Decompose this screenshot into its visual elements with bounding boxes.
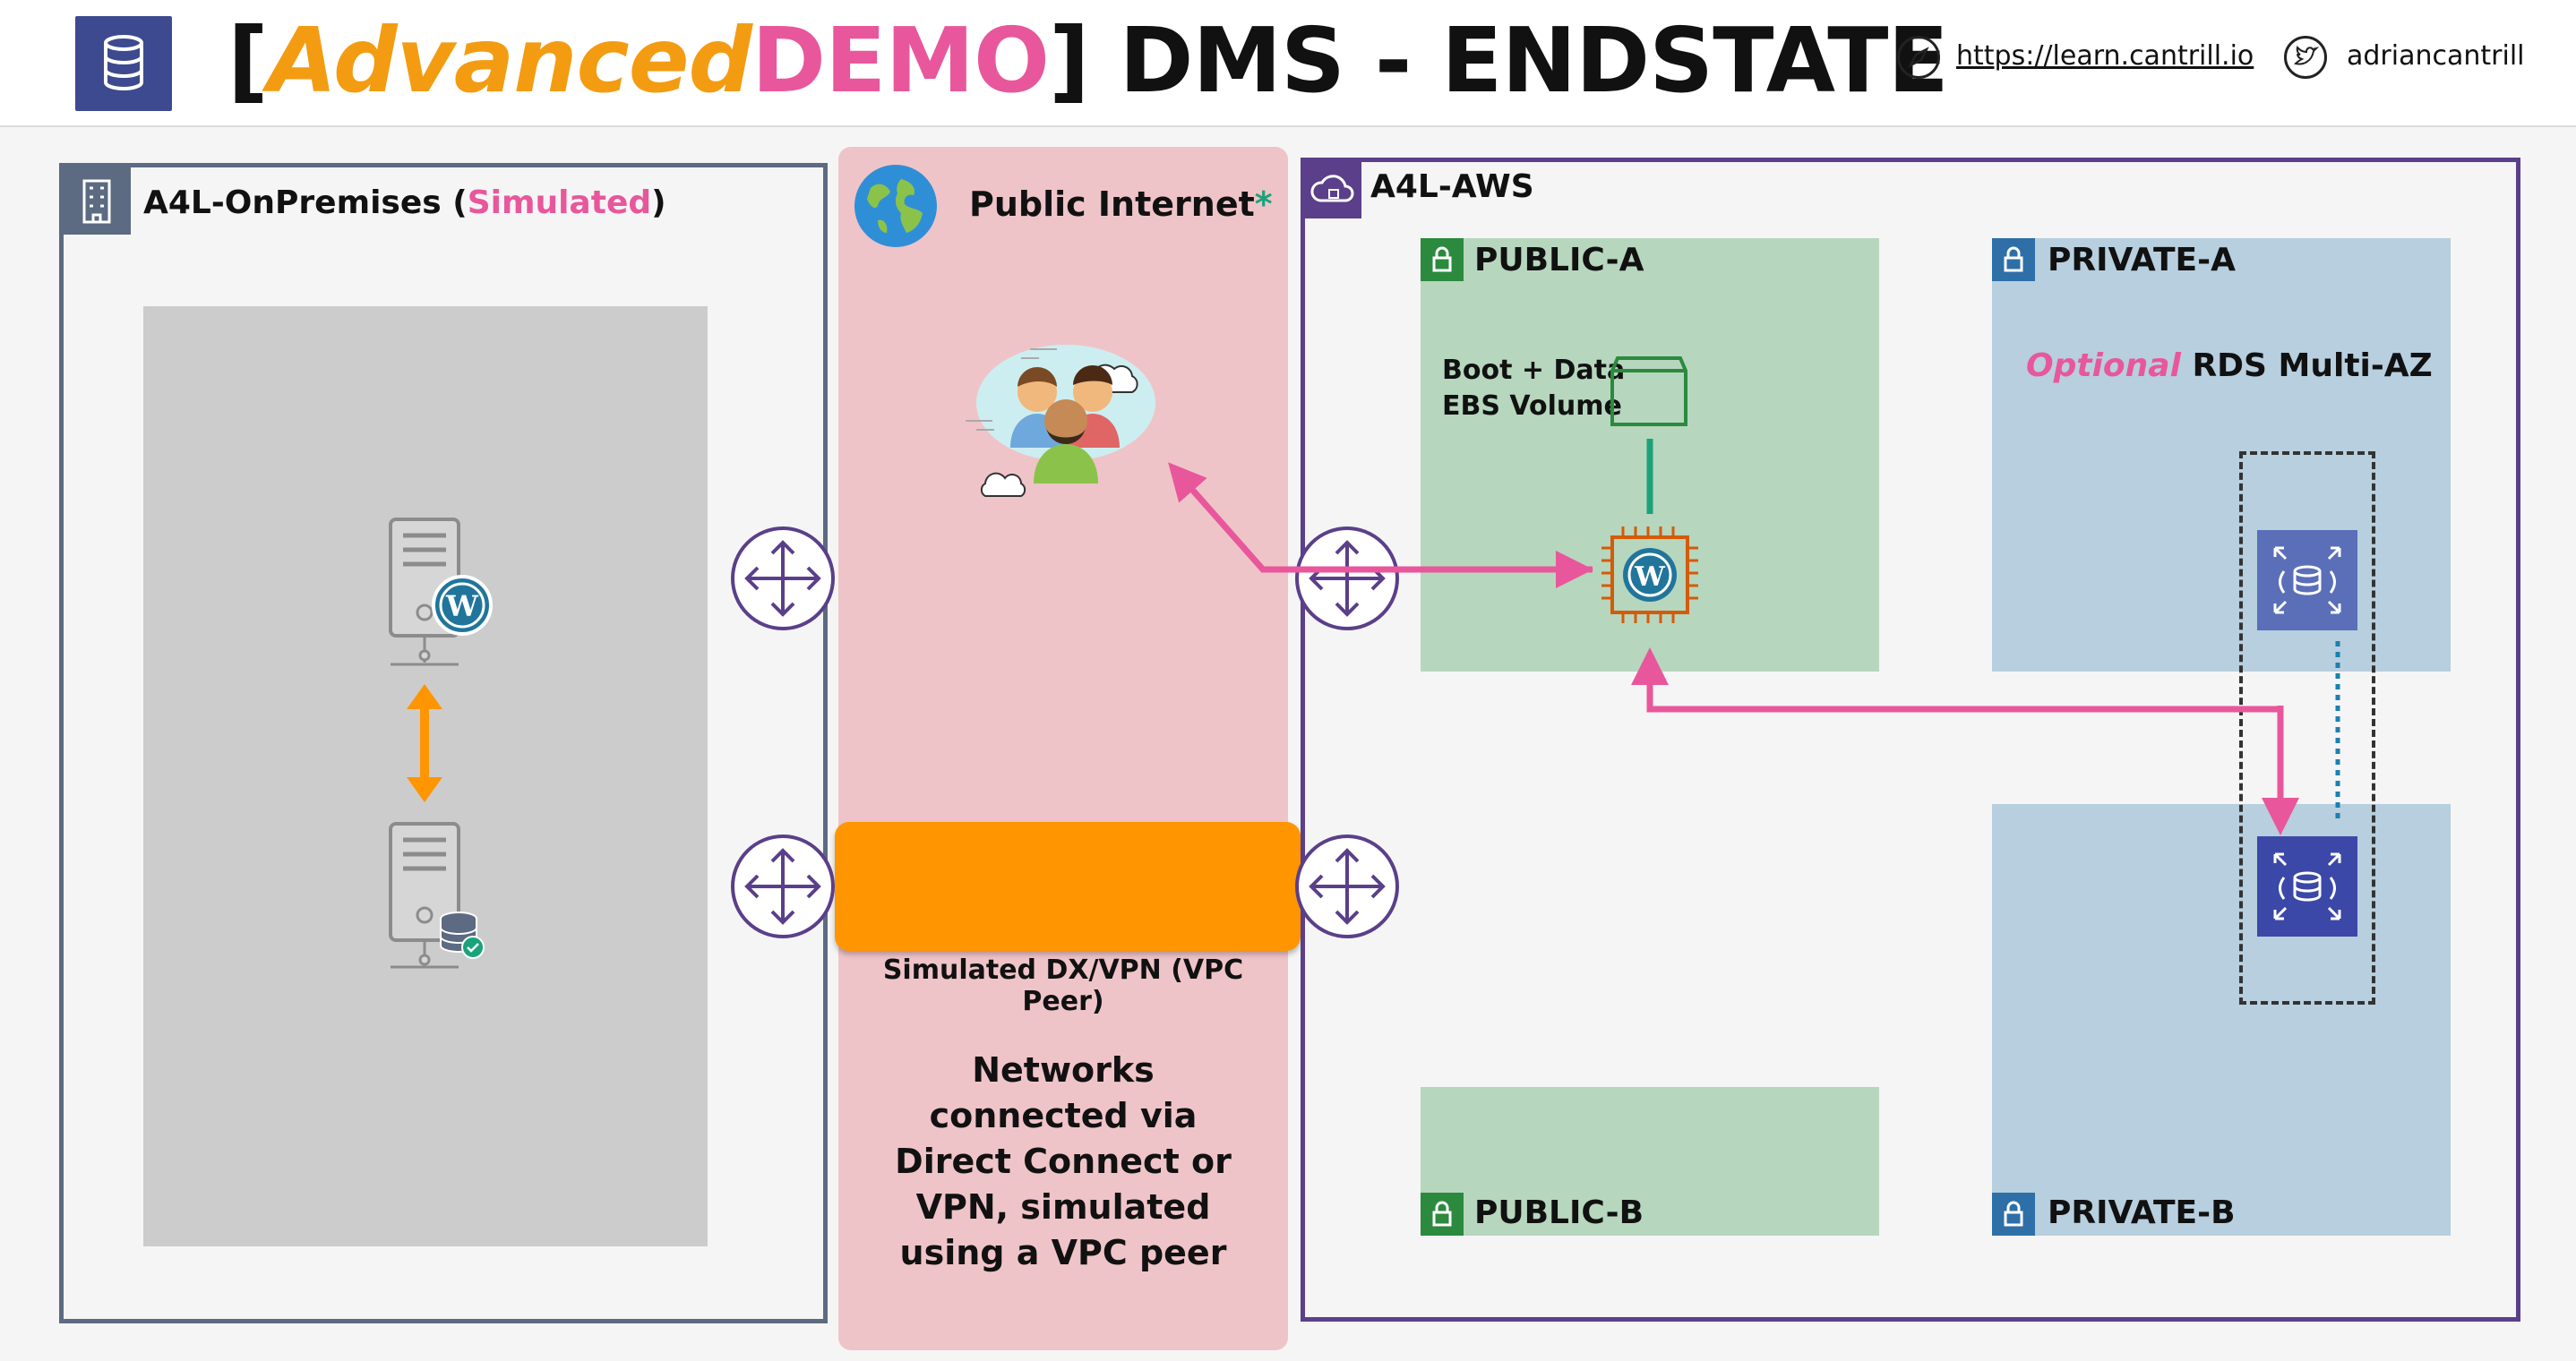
note-line-2: connected via <box>929 1096 1198 1135</box>
note-line-3: Direct Connect or <box>895 1142 1232 1181</box>
database-icon <box>75 16 172 111</box>
header-bar: [AdvancedDEMO] DMS - ENDSTATE https://le… <box>0 0 2576 127</box>
lock-icon <box>1421 238 1464 281</box>
globe-icon <box>851 161 940 251</box>
page-title: [AdvancedDEMO] DMS - ENDSTATE <box>228 7 1949 115</box>
lock-icon <box>1992 1193 2035 1236</box>
note-line-5: using a VPC peer <box>899 1233 1227 1272</box>
note-line-4: VPN, simulated <box>915 1187 1211 1227</box>
aws-region <box>1301 158 2520 1322</box>
lock-icon <box>1992 238 2035 281</box>
private-b-label: PRIVATE-B <box>2048 1194 2236 1231</box>
note-line-1: Networks <box>972 1050 1155 1090</box>
private-a-label: PRIVATE-A <box>2048 242 2236 278</box>
title-rest: ] DMS - ENDSTATE <box>1048 8 1949 113</box>
public-internet-text: Public Internet <box>969 184 1255 224</box>
rds-multi-az-group <box>2239 451 2375 1005</box>
onprem-label-simulated: Simulated <box>467 184 652 221</box>
title-advanced: Advanced <box>267 8 752 113</box>
rds-icon[interactable] <box>2257 530 2357 630</box>
rds-icon[interactable] <box>2257 836 2357 937</box>
compass-icon <box>1897 36 1940 79</box>
public-b-label: PUBLIC-B <box>1474 1194 1644 1231</box>
public-internet-star: * <box>1254 184 1273 224</box>
title-open: [ <box>228 8 269 113</box>
website-link[interactable]: https://learn.cantrill.io <box>1956 40 2254 72</box>
subnet-private-b <box>1992 804 2451 1236</box>
network-note: Networks connected via Direct Connect or… <box>856 1048 1270 1276</box>
title-demo: DEMO <box>751 8 1050 113</box>
rds-label: Optional RDS Multi-AZ <box>2026 347 2433 384</box>
subnet-public-b <box>1421 1087 1879 1236</box>
dx-vpn-bar <box>835 822 1301 951</box>
aws-label: A4L-AWS <box>1370 168 1534 205</box>
dx-vpn-label: Simulated DX/VPN (VPC Peer) <box>882 954 1244 1017</box>
onprem-label-main: A4L-OnPremises ( <box>143 184 468 221</box>
onprem-server-area <box>143 306 708 1246</box>
rds-multi-az: RDS Multi-AZ <box>2180 347 2433 384</box>
subnet-public-a <box>1421 238 1879 672</box>
twitter-icon <box>2284 36 2327 79</box>
onprem-label: A4L-OnPremises (Simulated) <box>143 184 666 221</box>
public-internet-label: Public Internet* <box>969 184 1273 224</box>
ebs-label-line1: Boot + Data <box>1442 355 1626 386</box>
onprem-label-close: ) <box>651 184 666 221</box>
rds-optional: Optional <box>2026 347 2181 384</box>
twitter-handle[interactable]: adriancantrill <box>2347 40 2525 72</box>
ebs-label: Boot + Data EBS Volume <box>1442 353 1625 424</box>
cloud-icon <box>1304 161 1361 218</box>
users-icon <box>958 331 1164 501</box>
public-a-label: PUBLIC-A <box>1474 242 1644 278</box>
lock-icon <box>1421 1193 1464 1236</box>
subnet-private-a <box>1992 238 2451 672</box>
building-icon <box>63 167 131 235</box>
ebs-label-line2: EBS Volume <box>1442 390 1622 422</box>
